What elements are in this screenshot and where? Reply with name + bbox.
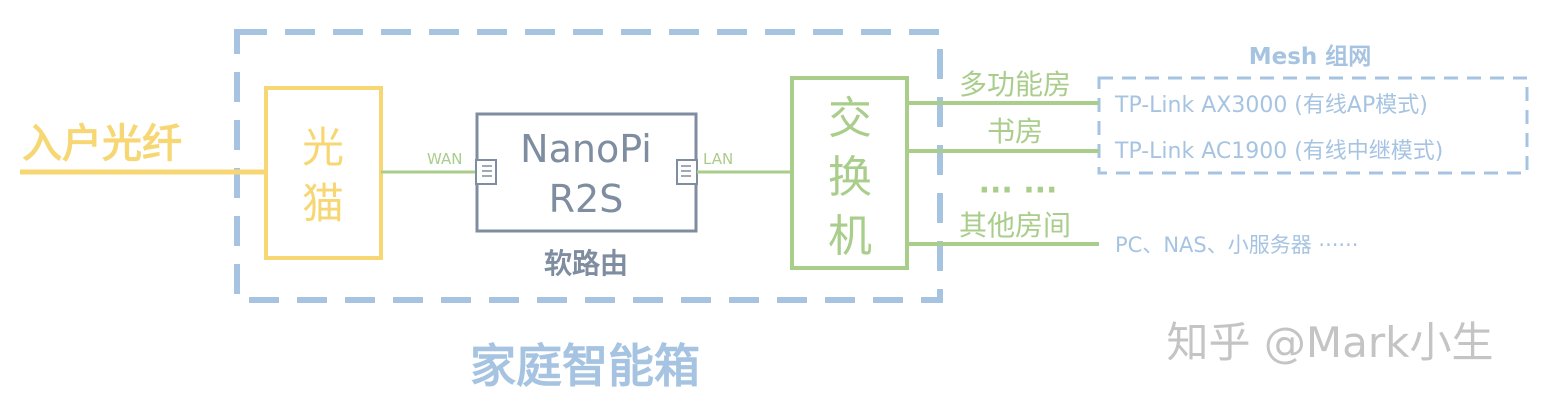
- mesh-device-1: TP-Link AX3000 (有线AP模式): [1114, 93, 1428, 118]
- switch-label-1: 交: [828, 93, 872, 144]
- router-name-line2: R2S: [549, 177, 624, 221]
- router-caption: 软路由: [544, 247, 628, 280]
- mesh-title: Mesh 组网: [1249, 43, 1372, 70]
- lan-port-label: LAN: [703, 150, 733, 168]
- lan-port-icon: [676, 159, 698, 185]
- room-ellipsis: ··· ···: [979, 173, 1058, 208]
- router-name-line1: NanoPi: [520, 127, 652, 171]
- other-devices-label: PC、NAS、小服务器 ······: [1115, 233, 1358, 257]
- modem-box: [264, 86, 383, 260]
- smart-box-boundary: [234, 29, 943, 303]
- wan-port-label: WAN: [427, 150, 463, 168]
- switch-box: [790, 76, 909, 270]
- smart-box-label: 家庭智能箱: [470, 339, 700, 393]
- modem-label-1: 光: [302, 123, 344, 172]
- room-study: 书房: [987, 115, 1043, 148]
- modem-label-2: 猫: [302, 179, 344, 228]
- watermark: 知乎 @Mark小生: [1167, 318, 1494, 367]
- switch-label-2: 换: [828, 152, 872, 203]
- wan-port-icon: [475, 159, 497, 185]
- fiber-input-label: 入户光纤: [22, 121, 182, 167]
- mesh-device-2: TP-Link AC1900 (有线中继模式): [1114, 139, 1443, 164]
- room-other: 其他房间: [959, 209, 1071, 242]
- mesh-group-boundary: [1097, 76, 1529, 175]
- switch-label-3: 机: [828, 211, 872, 262]
- room-multi-function: 多功能房: [959, 68, 1071, 101]
